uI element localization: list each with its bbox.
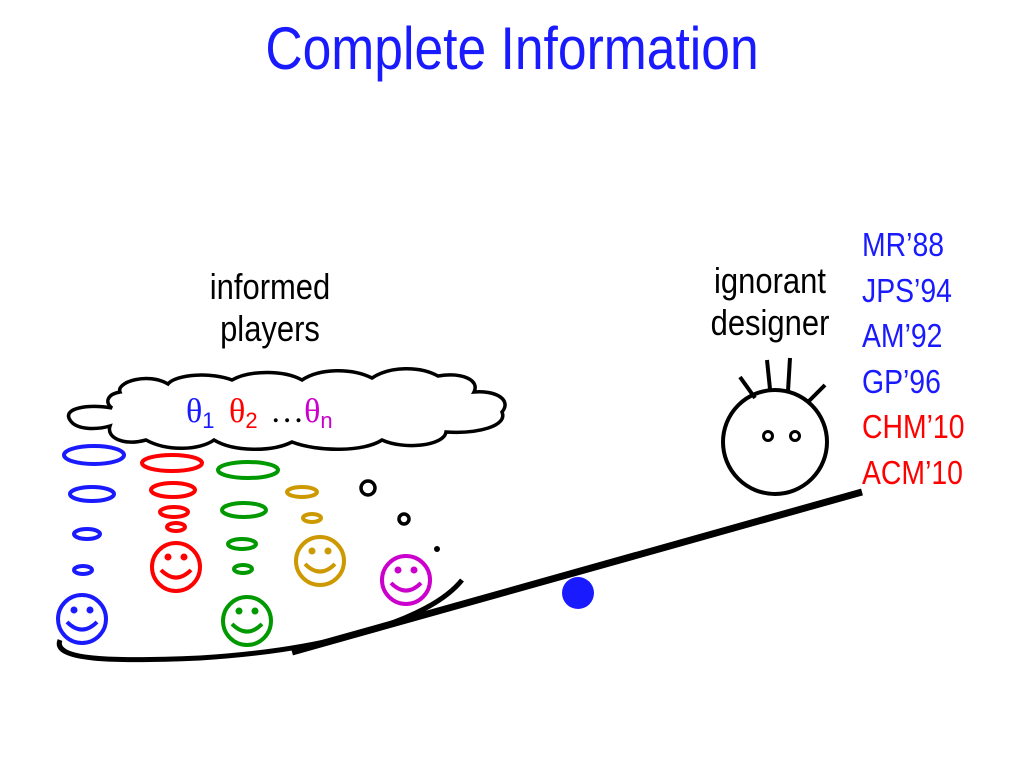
cloud-outline xyxy=(66,367,507,451)
thought-bubble xyxy=(62,444,126,466)
informed-players-label-line2: players xyxy=(220,308,320,349)
player-red xyxy=(140,453,204,593)
thought-bubble xyxy=(216,460,280,480)
theta-symbol: θ xyxy=(229,393,246,430)
thought-bubble xyxy=(165,521,187,533)
thought-bubble xyxy=(140,453,204,473)
reference-list: MR’88 JPS’94 AM’92 GP’96 CHM’10 ACM’10 xyxy=(862,222,965,495)
fulcrum-dot-icon xyxy=(562,577,594,609)
player-blue xyxy=(56,444,126,645)
smiley-face-icon xyxy=(150,541,202,593)
thought-bubble xyxy=(226,537,258,551)
smiley-face-icon xyxy=(294,535,346,587)
seesaw-plank xyxy=(291,488,863,656)
reference-item: JPS’94 xyxy=(862,271,952,309)
reference-item: GP’96 xyxy=(862,362,941,400)
hair-strand xyxy=(786,357,792,392)
thought-bubble xyxy=(220,501,268,519)
smiley-face-icon xyxy=(56,593,108,645)
thought-bubble xyxy=(72,527,102,541)
thought-bubble xyxy=(232,563,254,575)
thought-bubble xyxy=(72,564,94,576)
reference-item: MR’88 xyxy=(862,226,945,263)
seesaw xyxy=(56,488,863,663)
theta-symbol: θ xyxy=(186,393,203,430)
theta-subscript: n xyxy=(320,408,333,433)
thought-bubble xyxy=(397,512,411,526)
reference-item: CHM’10 xyxy=(862,408,965,445)
hair-strand xyxy=(765,359,772,390)
ellipsis: … xyxy=(270,393,305,430)
theta-subscript: 2 xyxy=(245,408,258,433)
thought-bubble xyxy=(359,479,377,497)
informed-players-label-line1: informed xyxy=(209,266,331,307)
theta-2: θ2 xyxy=(229,393,258,434)
thought-bubble xyxy=(158,505,190,519)
thought-bubble xyxy=(285,485,319,499)
smiley-face-icon xyxy=(221,595,273,647)
ignorant-designer-label: ignorant designer xyxy=(693,260,848,344)
reference-item: AM’92 xyxy=(862,317,943,354)
ignorant-designer-label-line2: designer xyxy=(710,302,830,343)
thought-bubble xyxy=(434,546,440,552)
hair-strand xyxy=(738,375,757,400)
theta-1: θ1 xyxy=(186,393,215,434)
ground-curve xyxy=(56,578,464,663)
theta-subscript: 1 xyxy=(202,408,215,433)
hair-strand xyxy=(807,383,827,403)
page-title: Complete Information xyxy=(265,15,759,82)
player-gold xyxy=(285,485,346,587)
theta-n: θn xyxy=(304,393,333,434)
reference-item: ACM’10 xyxy=(862,453,963,491)
thought-bubble xyxy=(68,485,116,503)
thought-cloud xyxy=(66,367,507,451)
player-green xyxy=(216,460,280,647)
designer-face-icon xyxy=(721,357,829,496)
ignorant-designer-label-line1: ignorant xyxy=(714,260,826,301)
type-profile: θ1 θ2 …θn xyxy=(186,393,333,434)
smiley-face-icon xyxy=(380,554,432,606)
thought-bubble xyxy=(149,481,197,499)
thought-bubble xyxy=(301,512,323,524)
informed-players-label: informed players xyxy=(193,266,348,350)
theta-symbol: θ xyxy=(304,393,321,430)
player-magenta xyxy=(359,479,440,606)
